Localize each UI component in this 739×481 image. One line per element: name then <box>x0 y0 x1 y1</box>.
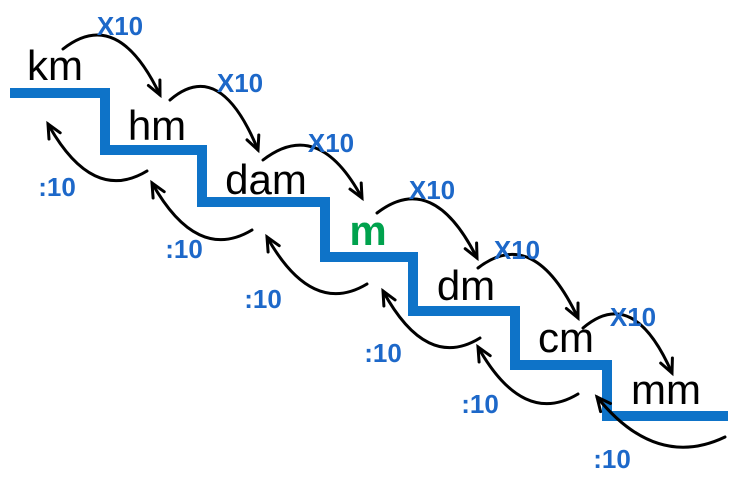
multiply-arrow-hm-dam <box>168 84 261 154</box>
divide-label-dm-m: :10 <box>364 338 402 368</box>
staircase-path <box>10 88 728 421</box>
unit-label-dam: dam <box>225 156 307 203</box>
multiply-label-m-dm: X10 <box>409 175 455 205</box>
arrow-curve <box>261 143 364 200</box>
unit-label-hm: hm <box>128 102 186 149</box>
multiply-arrow-km-hm <box>61 33 162 99</box>
arrow-head <box>245 133 261 154</box>
divide-label-hm-km: :10 <box>38 172 76 202</box>
arrow-curve <box>168 84 260 152</box>
arrow-head <box>348 181 364 202</box>
divide-arrow-dm-m <box>381 287 482 349</box>
arrow-curve <box>265 235 369 295</box>
divide-arrow-dam-hm <box>150 179 254 241</box>
multiply-label-hm-dam: X10 <box>217 68 263 98</box>
arrow-curve <box>476 345 580 405</box>
arrow-head <box>659 356 674 377</box>
arrow-curve <box>381 289 482 349</box>
multiply-label-km-hm: X10 <box>97 11 143 41</box>
arrow-curve <box>150 181 254 241</box>
arrow-head <box>150 179 166 200</box>
divide-label-dam-hm: :10 <box>165 234 203 264</box>
multiply-arrow-m-dm <box>375 197 479 262</box>
arrow-head <box>594 394 612 414</box>
multiply-arrow-dam-m <box>261 143 364 202</box>
divide-arrow-mm-cm <box>594 394 727 449</box>
unit-label-cm: cm <box>538 314 594 361</box>
unit-label-dm: dm <box>437 262 495 309</box>
divide-arrow-cm-dm <box>476 343 580 405</box>
arrow-curve <box>61 33 162 97</box>
divide-label-cm-dm: :10 <box>461 389 499 419</box>
multiply-arrow-dm-cm <box>476 252 580 322</box>
arrow-curve <box>476 252 580 320</box>
arrow-head <box>476 343 492 364</box>
arrow-curve <box>46 122 149 182</box>
unit-label-m: m <box>349 207 386 254</box>
arrow-head <box>463 241 479 262</box>
arrow-curve <box>595 395 727 449</box>
multiply-label-dm-cm: X10 <box>494 235 540 265</box>
multiply-label-cm-mm: X10 <box>610 302 656 332</box>
arrow-head <box>46 120 62 141</box>
multiply-label-dam-m: X10 <box>308 128 354 158</box>
unit-label-km: km <box>27 42 83 89</box>
arrow-head <box>146 78 162 99</box>
arrow-curve <box>375 197 479 260</box>
arrow-head <box>265 233 281 254</box>
multiply-arrow-cm-mm <box>581 312 674 377</box>
arrow-curve <box>581 312 674 375</box>
arrow-head <box>381 287 397 308</box>
divide-label-m-dam: :10 <box>244 284 282 314</box>
unit-label-mm: mm <box>631 366 701 413</box>
divide-arrow-hm-km <box>46 120 149 182</box>
divide-arrow-m-dam <box>265 233 369 295</box>
divide-label-mm-cm: :10 <box>593 444 631 474</box>
arrow-head <box>564 301 580 322</box>
